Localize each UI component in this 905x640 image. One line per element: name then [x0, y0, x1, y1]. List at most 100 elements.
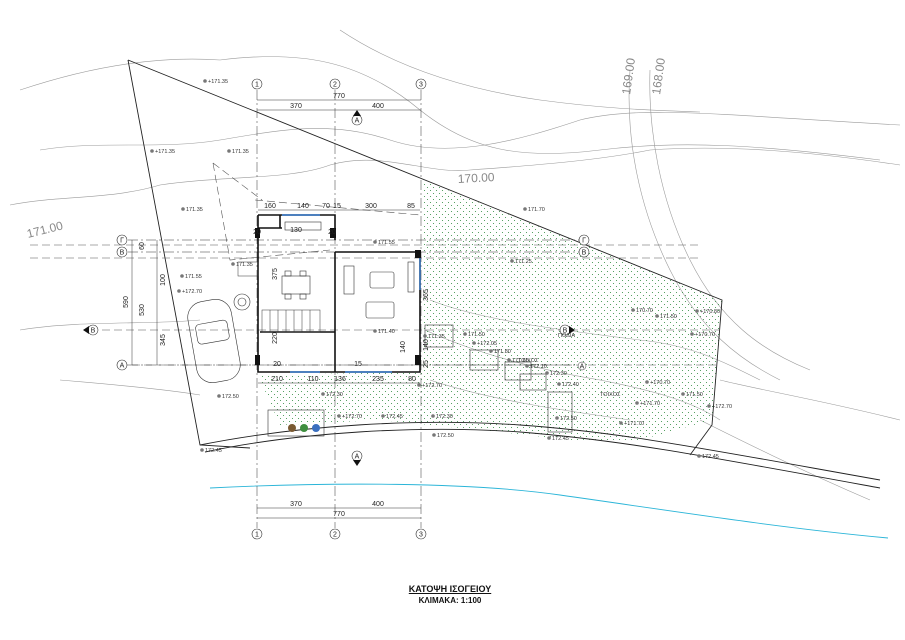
car-icon	[187, 299, 241, 383]
level-marker-label: +171.70	[624, 421, 644, 427]
annotation-planter-1: ΠΟΔΙΑ	[558, 333, 575, 339]
level-marker-label: 171.50	[660, 314, 677, 320]
dim-left-100: 100	[160, 274, 167, 286]
dim-top-total: 770	[333, 93, 345, 100]
level-marker-label: 172.50	[222, 394, 239, 400]
level-marker-label: 171.55	[378, 240, 395, 246]
dim-int-20b: 20	[328, 229, 336, 236]
dim-left-outer: 590	[123, 296, 130, 308]
level-marker-label: 172.10	[530, 364, 547, 370]
level-marker-label: 172.45	[205, 448, 222, 454]
level-marker-dot	[557, 382, 561, 386]
level-marker-dot	[695, 309, 699, 313]
tv-unit	[407, 261, 415, 293]
level-marker-dot	[381, 414, 385, 418]
level-marker-dot	[525, 364, 529, 368]
dim-top-seg-2: 400	[372, 103, 384, 110]
dim-bottom-seg-1: 370	[290, 501, 302, 508]
dim-int-220: 220	[272, 332, 279, 344]
level-marker-label: 172.50	[560, 416, 577, 422]
level-marker-label: 172.50	[437, 433, 454, 439]
dim-left-530: 530	[139, 304, 146, 316]
dim-int-20c: 20	[273, 361, 281, 368]
dim-upper-1: 160	[264, 203, 276, 210]
level-marker-label: 171.65	[512, 358, 529, 364]
level-marker-label: 171.35	[428, 334, 445, 340]
level-marker-dot	[681, 392, 685, 396]
level-marker-dot	[337, 414, 341, 418]
contour-label-168: 168.00	[649, 57, 668, 96]
dim-int-140b: 140	[400, 341, 407, 353]
tree-icon	[233, 293, 251, 311]
dim-int-15: 15	[354, 361, 362, 368]
level-marker-dot	[545, 371, 549, 375]
level-marker-dot	[619, 421, 623, 425]
level-marker-dot	[655, 314, 659, 318]
windows	[282, 214, 421, 373]
dim-upper-5: 300	[365, 203, 377, 210]
section-mark-a-top: A	[355, 118, 360, 125]
level-marker-dot	[507, 358, 511, 362]
grid-label-beta-right: Β	[582, 250, 587, 257]
level-marker-dot	[423, 334, 427, 338]
dim-int-20a: 20	[253, 229, 261, 236]
dim-int-25: 25	[423, 360, 430, 368]
section-mark-a-garden: A	[580, 364, 585, 371]
level-marker-label: 171.25	[515, 259, 532, 265]
grid-label-beta: Β	[120, 250, 125, 257]
level-marker-dot	[200, 448, 204, 452]
level-marker-dot	[177, 289, 181, 293]
grid-label-2-top: 2	[333, 82, 337, 89]
level-marker-label: 172.30	[550, 371, 567, 377]
level-marker-dot	[203, 79, 207, 83]
level-marker-dot	[510, 259, 514, 263]
bins	[267, 409, 325, 437]
contour-label-169: 169.00	[619, 57, 638, 96]
grid-label-2-bottom: 2	[333, 532, 337, 539]
level-marker-dot	[431, 414, 435, 418]
level-marker-label: +170.70	[650, 380, 670, 386]
level-marker-dot	[547, 436, 551, 440]
level-marker-label: 171.80	[494, 349, 511, 355]
step-2	[504, 361, 532, 381]
dim-lower-5: 80	[408, 376, 416, 383]
level-marker-dot	[181, 207, 185, 211]
garden-area	[258, 180, 722, 442]
level-marker-label: 171.50	[468, 332, 485, 338]
level-marker-label: +170.70	[695, 332, 715, 338]
level-marker-dot	[555, 416, 559, 420]
grid-label-3-top: 3	[419, 82, 423, 89]
level-marker-label: 172.30	[326, 392, 343, 398]
level-marker-label: +170.80	[700, 309, 720, 315]
level-marker-label: +172.70	[182, 289, 202, 295]
sofa	[343, 265, 355, 295]
dim-int-130: 130	[290, 227, 302, 234]
dim-int-365: 365	[423, 289, 430, 301]
level-marker-label: +172.70	[422, 383, 442, 389]
dim-lower-2: 110	[307, 376, 318, 383]
dim-left-345: 345	[160, 334, 167, 346]
level-markers: +171.35171.35+171.35171.35171.35171.55+1…	[150, 79, 732, 460]
level-marker-label: 172.30	[436, 414, 453, 420]
step-4	[547, 391, 573, 433]
house-structure-columns	[255, 228, 421, 365]
drawing-scale: ΚΛΙΜΑΚΑ: 1:100	[418, 596, 482, 605]
level-marker-label: 171.35	[232, 149, 249, 155]
dim-top-seg-1: 370	[290, 103, 302, 110]
level-marker-label: 171.40	[378, 329, 395, 335]
level-marker-dot	[489, 349, 493, 353]
level-marker-label: 172.45	[702, 454, 719, 460]
section-mark-a-bottom: A	[355, 454, 360, 461]
level-marker-dot	[635, 401, 639, 405]
armchair	[365, 301, 395, 319]
grid-labels: 1 2 3 1 2 3 Γ Β Α Γ Β	[120, 82, 587, 539]
level-marker-dot	[217, 394, 221, 398]
parking	[187, 293, 251, 383]
level-marker-dot	[227, 149, 231, 153]
section-mark-b-right: B	[563, 328, 568, 335]
level-marker-label: 172.40	[562, 382, 579, 388]
annotation-wall-1: ΤΟΙΧΟΣ	[518, 358, 539, 364]
section-marks: A A B B A	[83, 110, 587, 466]
drawing-title-block: ΚΑΤΟΨΗ ΙΣΟΓΕΙΟΥ ΚΛΙΜΑΚΑ: 1:100	[360, 584, 540, 606]
level-marker-dot	[463, 332, 467, 336]
